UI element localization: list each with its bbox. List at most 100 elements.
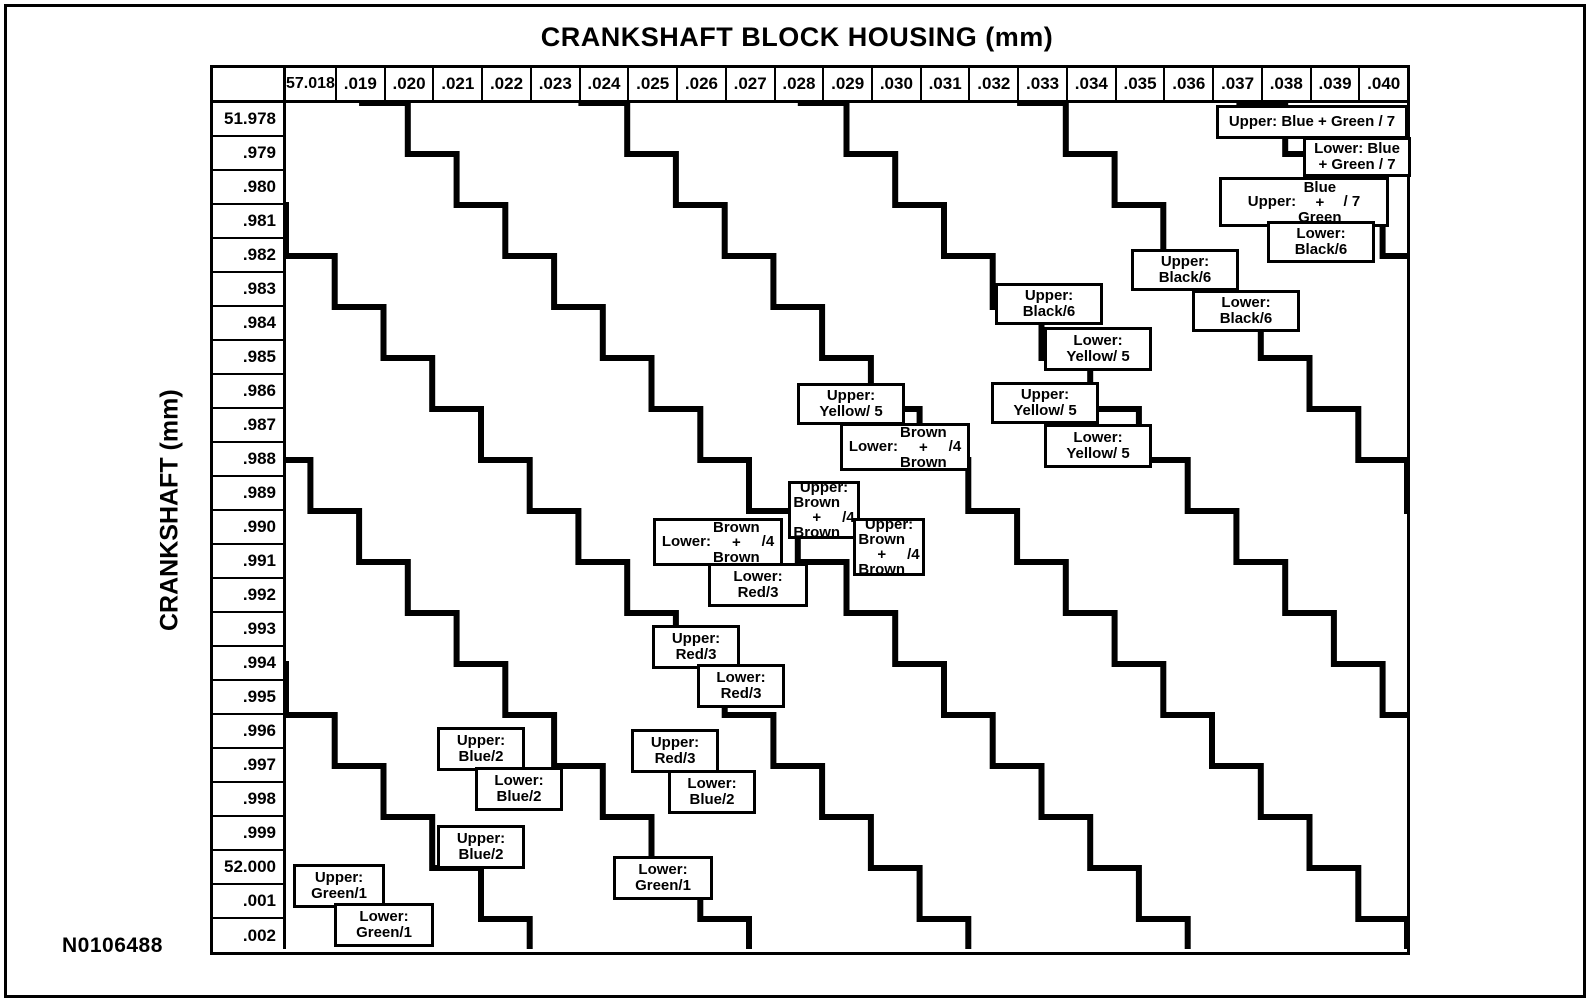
- page-title: CRANKSHAFT BLOCK HOUSING (mm): [540, 22, 1054, 52]
- bearing-label-box: Upper:Red/3: [652, 625, 740, 669]
- row-header-p982: .982: [213, 239, 283, 273]
- row-header-p001: .001: [213, 885, 283, 919]
- bearing-label-position: Lower:: [733, 567, 783, 585]
- row-header-p984: .984: [213, 307, 283, 341]
- column-header-p032: .032: [970, 68, 1020, 100]
- bearing-label-position: Upper:: [1160, 252, 1210, 270]
- bearing-label-box: Upper:Green/1: [293, 864, 385, 908]
- bearing-label-value: Yellow/ 5: [1013, 402, 1077, 419]
- staircase-lines: [286, 103, 1407, 949]
- bearing-label-value: Red/3: [654, 750, 696, 767]
- row-header-p998: .998: [213, 783, 283, 817]
- staircase-line-4: [359, 103, 1191, 949]
- column-header-p023: .023: [532, 68, 581, 100]
- bearing-label-box: Upper:Blue/2: [437, 727, 525, 771]
- bearing-label-grade: /4: [842, 509, 855, 526]
- bearing-label-position: Upper:: [456, 829, 506, 847]
- staircase-plot-area: [286, 103, 1407, 949]
- row-header-p002: .002: [242, 926, 276, 945]
- bearing-label-color-stack: Brown+Brown: [713, 520, 760, 565]
- bearing-label-position: Upper:: [799, 479, 849, 496]
- bearing-label-box: Lower:Black/6: [1267, 221, 1375, 263]
- row-header-p983: .983: [213, 273, 283, 307]
- row-header-p997: .997: [213, 749, 283, 783]
- column-header-p020: .020: [386, 68, 435, 100]
- bearing-label-value: Red/3: [720, 685, 762, 702]
- staircase-line-1: [286, 661, 533, 949]
- y-axis-label: CRANKSHAFT (mm): [155, 389, 184, 631]
- column-header-p019: .019: [337, 68, 386, 100]
- column-header-p037: .037: [1214, 68, 1263, 100]
- bearing-label-color-line: Brown: [858, 561, 906, 578]
- column-header-p034: .034: [1068, 68, 1117, 100]
- column-header-p024: .024: [581, 68, 630, 100]
- bearing-label-position: Lower:: [1296, 224, 1346, 242]
- bearing-label-position: Lower:: [494, 771, 544, 789]
- bearing-label-color-line: Brown: [899, 453, 947, 471]
- bearing-label-box: Upper:Blue+Green/ 7: [1219, 177, 1389, 227]
- bearing-label-box: Lower:Blue/2: [668, 770, 756, 814]
- bearing-label-box: Lower:Green/1: [334, 903, 434, 947]
- column-header-p022: .022: [483, 68, 532, 100]
- bearing-label-box: Upper:Red/3: [631, 729, 719, 773]
- staircase-line-6: [797, 103, 1407, 718]
- bearing-label-color-line: Brown: [858, 531, 906, 548]
- bearing-label-color-line: +: [812, 509, 822, 526]
- bearing-label-position: Upper:: [1247, 192, 1297, 210]
- bearing-label-position: Lower:: [1073, 428, 1123, 446]
- bearing-label-value: Green/1: [356, 924, 412, 941]
- bearing-label-color-line: +: [877, 546, 887, 563]
- bearing-label-value: Green/1: [635, 877, 691, 894]
- bearing-label-value: Yellow/ 5: [1066, 445, 1130, 462]
- bearing-label-position: Upper:: [1020, 385, 1070, 403]
- staircase-line-2: [286, 457, 752, 949]
- staircase-line-3: [286, 202, 972, 949]
- row-header-p989: .989: [213, 477, 283, 511]
- column-header-p021: .021: [434, 68, 484, 100]
- bearing-label-text: Upper: Blue + Green / 7: [1228, 112, 1396, 130]
- bearing-label-box: Upper:Yellow/ 5: [991, 382, 1099, 424]
- column-header-p025: .025: [629, 68, 679, 100]
- bearing-label-grade: /4: [907, 546, 920, 563]
- bearing-label-box: Lower: Blue+ Green / 7: [1303, 137, 1411, 177]
- bearing-label-box: Lower:Red/3: [697, 664, 785, 708]
- bearing-label-box: Lower:Red/3: [708, 563, 808, 607]
- bearing-label-value: Red/3: [737, 584, 779, 601]
- row-header-51p978: 51.978: [213, 103, 283, 137]
- bearing-label-box: Upper: Blue + Green / 7: [1216, 105, 1408, 139]
- bearing-label-color-line: Brown: [793, 524, 841, 541]
- bearing-label-color-line: +: [731, 533, 741, 551]
- bearing-label-position: Lower:: [716, 668, 766, 686]
- bearing-label-value: Yellow/ 5: [819, 403, 883, 420]
- row-header-p986: .986: [213, 375, 283, 409]
- row-header-p990: .990: [213, 511, 283, 545]
- row-header-p995: .995: [213, 681, 283, 715]
- bearing-label-color-line: +: [918, 438, 928, 456]
- bearing-label-grade: / 7: [1343, 192, 1361, 210]
- bearing-label-position: Upper:: [826, 386, 876, 404]
- row-header-p981: .981: [213, 205, 283, 239]
- row-header-52p000: 52.000: [213, 851, 283, 885]
- column-header-p039: .039: [1312, 68, 1361, 100]
- bearing-label-position: Upper:: [671, 629, 721, 647]
- outer-frame: [4, 4, 1586, 998]
- bearing-label-box: Lower:Brown+Brown/4: [840, 423, 970, 471]
- bearing-label-position: Upper:: [314, 868, 364, 886]
- column-header-p031: .031: [922, 68, 971, 100]
- bearing-label-value: Green/1: [311, 885, 367, 902]
- bearing-label-value: + Green / 7: [1318, 156, 1396, 173]
- column-header-p029: .029: [824, 68, 874, 100]
- bearing-label-color-stack: Brown+Brown: [900, 425, 947, 470]
- bearing-label-position: Lower:: [359, 907, 409, 925]
- bearing-label-box: Lower:Yellow/ 5: [1044, 327, 1152, 371]
- row-header-p980: .980: [213, 171, 283, 205]
- bearing-label-value: Red/3: [675, 646, 717, 663]
- bearing-label-color-line: Green: [1298, 208, 1342, 226]
- bearing-label-box: Lower:Green/1: [613, 856, 713, 900]
- bearing-label-box: Upper:Brown+Brown/4: [788, 479, 860, 541]
- bearing-label-value: Black/6: [1294, 241, 1348, 258]
- row-header-p993: .993: [213, 613, 283, 647]
- bearing-label-color-line: Brown: [712, 548, 760, 566]
- bearing-label-value: Blue/2: [458, 748, 504, 765]
- column-header-p035: .035: [1117, 68, 1166, 100]
